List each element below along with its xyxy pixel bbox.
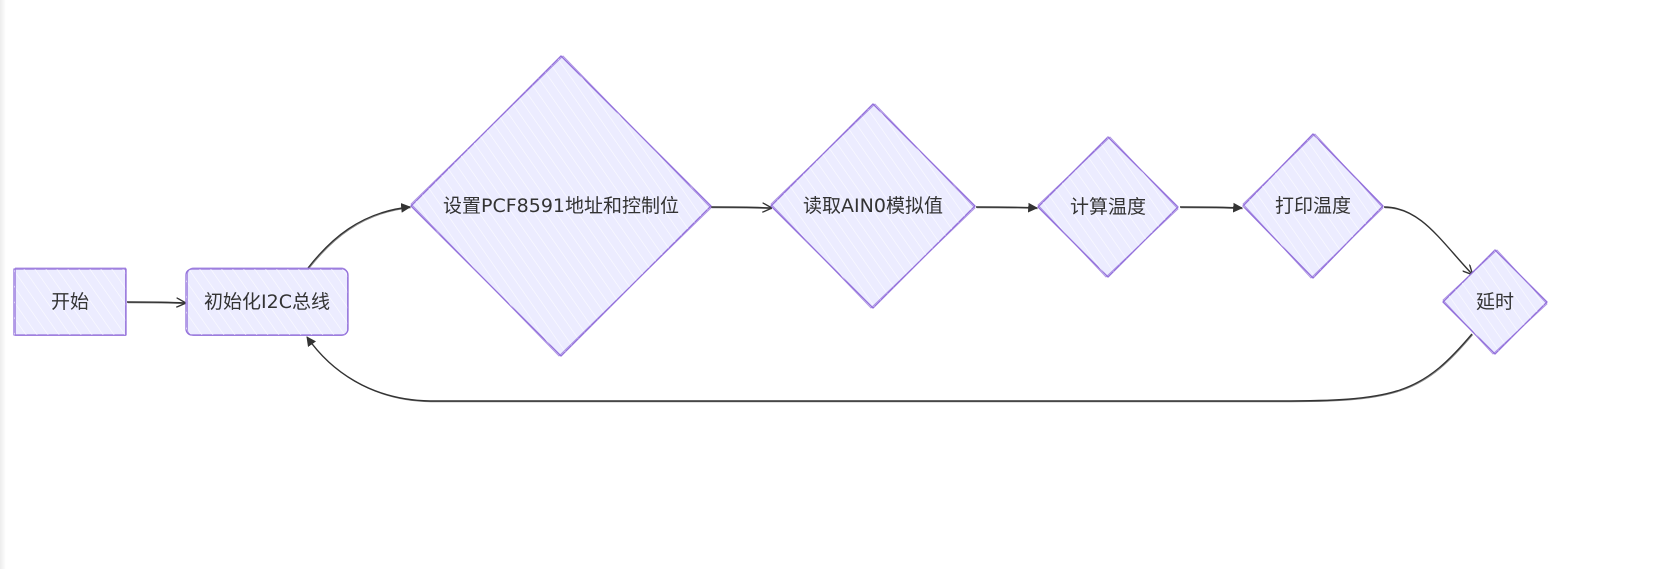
- edges-layer: [126, 202, 1474, 403]
- node-label-start: 开始: [51, 291, 89, 313]
- node-init[interactable]: 初始化I2C总线: [185, 267, 349, 336]
- node-print[interactable]: 打印温度: [1242, 133, 1384, 279]
- node-read[interactable]: 读取AIN0模拟值: [770, 103, 976, 309]
- nodes-layer: 开始 初始化I2C总线 设置PCF8591地址和控制位 读取AIN0模拟值 计算温度 打印…: [13, 55, 1548, 357]
- edge-init-setaddr: [307, 203, 411, 270]
- node-label-setaddr: 设置PCF8591地址和控制位: [443, 195, 679, 217]
- node-label-delay: 延时: [1476, 291, 1514, 313]
- node-label-calc: 计算温度: [1070, 196, 1146, 218]
- edge-delay-init: [306, 333, 1474, 403]
- edge-read-calc: [975, 202, 1038, 213]
- edge-print-delay: [1383, 206, 1473, 275]
- edge-setaddr-read: [710, 207, 772, 209]
- canvas-edge-shadow: [0, 0, 6, 569]
- node-start[interactable]: 开始: [13, 267, 127, 336]
- edge-start-init: [126, 302, 186, 304]
- node-calc[interactable]: 计算温度: [1037, 136, 1179, 278]
- node-label-read: 读取AIN0模拟值: [803, 195, 943, 217]
- node-setaddr[interactable]: 设置PCF8591地址和控制位: [410, 55, 712, 357]
- node-label-init: 初始化I2C总线: [204, 291, 330, 313]
- node-label-print: 打印温度: [1275, 195, 1351, 217]
- node-delay[interactable]: 延时: [1442, 249, 1548, 355]
- edge-calc-print: [1179, 202, 1243, 213]
